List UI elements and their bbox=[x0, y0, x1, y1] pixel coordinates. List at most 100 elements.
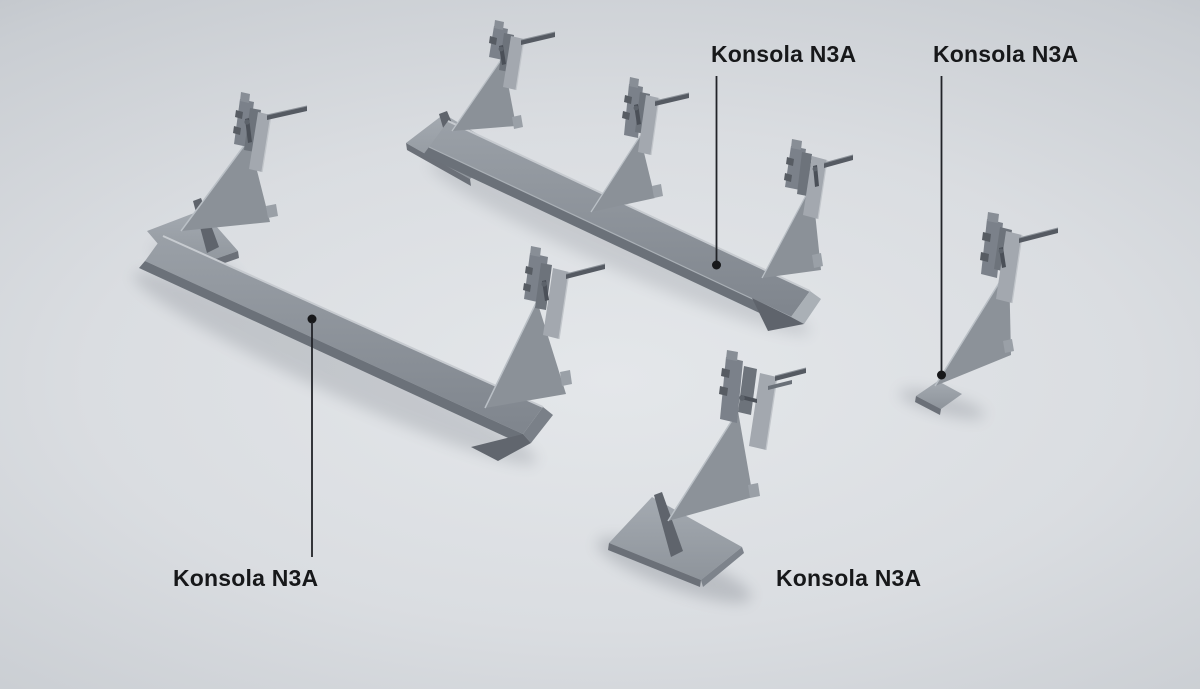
clamp-edge-highlight bbox=[817, 159, 828, 220]
konsola-bracket bbox=[761, 139, 854, 279]
anchor-pin bbox=[566, 264, 605, 279]
anchor-pin bbox=[655, 93, 689, 106]
plate-top-tab bbox=[240, 92, 250, 103]
pin-highlight bbox=[520, 31, 556, 41]
gusset-edge-highlight bbox=[934, 266, 1010, 387]
clamp-edge-highlight bbox=[515, 38, 525, 91]
rail-end-cap bbox=[523, 407, 553, 443]
plate-slot bbox=[624, 95, 632, 104]
leader-dot bbox=[937, 370, 946, 380]
plate-slot bbox=[233, 126, 241, 135]
callout-label-bottom-center: Konsola N3A bbox=[776, 565, 922, 591]
leader-bottom-left bbox=[307, 314, 317, 557]
bolt-head bbox=[812, 166, 818, 172]
clamp-edge-highlight bbox=[765, 376, 778, 451]
base-fin bbox=[654, 492, 683, 557]
clamp-edge-highlight bbox=[650, 97, 660, 156]
rail-end-wedge bbox=[752, 298, 804, 331]
clamp-edge-highlight bbox=[261, 114, 272, 173]
clamp-plate bbox=[996, 231, 1022, 303]
base-plate-edge bbox=[915, 396, 941, 415]
gusset-tab bbox=[652, 184, 663, 198]
rail-bottom-lip bbox=[423, 147, 791, 325]
konsola-bracket bbox=[484, 246, 606, 409]
pin-highlight bbox=[823, 154, 854, 164]
plate-slot bbox=[982, 232, 991, 242]
gusset-edge-highlight bbox=[590, 135, 641, 213]
rail-end-cap bbox=[791, 291, 821, 324]
konsola-bracket bbox=[451, 20, 556, 132]
rail-face bbox=[429, 121, 810, 317]
anchor-pin bbox=[1019, 228, 1058, 243]
assembly-right-bracket bbox=[915, 212, 1059, 415]
gusset-edge-highlight bbox=[484, 300, 538, 409]
base-plate-edge bbox=[701, 547, 744, 587]
base-plate bbox=[916, 381, 962, 409]
leader-dot bbox=[307, 314, 317, 324]
plate-top-tab bbox=[987, 212, 999, 223]
leader-top-center bbox=[712, 76, 721, 270]
plate-top-tab bbox=[791, 139, 802, 150]
bolt-head bbox=[541, 281, 547, 287]
rail-top-edge-highlight bbox=[162, 235, 544, 408]
bolt-head bbox=[739, 395, 745, 401]
plate-slot bbox=[235, 110, 243, 119]
gusset-tab bbox=[812, 253, 823, 268]
bolt-head bbox=[244, 119, 250, 125]
gusset-plate bbox=[181, 139, 270, 231]
plate-top-tab bbox=[530, 246, 541, 257]
plate-slot bbox=[622, 111, 630, 120]
clamp-edge-highlight bbox=[558, 271, 570, 340]
anchor-pin bbox=[824, 155, 853, 168]
plate-slot bbox=[525, 266, 533, 275]
clamp-plate bbox=[249, 112, 271, 172]
plate-top-tab bbox=[726, 350, 738, 361]
gusset-plate bbox=[591, 136, 655, 212]
gusset-edge-highlight bbox=[667, 410, 739, 522]
gusset-tab bbox=[512, 115, 523, 129]
leader-top-right bbox=[937, 76, 946, 380]
clamp-plate bbox=[503, 36, 524, 90]
gusset-plate bbox=[485, 301, 566, 408]
rail-end-wedge bbox=[471, 434, 531, 461]
callout-label-bottom-left: Konsola N3A bbox=[173, 565, 319, 591]
gusset-edge-highlight bbox=[180, 138, 250, 232]
gusset-edge-highlight bbox=[761, 183, 813, 279]
plate-slot bbox=[719, 386, 728, 396]
gusset-tab bbox=[748, 483, 760, 498]
plate-slot bbox=[980, 252, 989, 262]
clamp-edge-highlight bbox=[1011, 234, 1023, 304]
clamp-plate bbox=[638, 95, 659, 155]
bolt-head bbox=[633, 105, 639, 111]
plate-slot bbox=[721, 368, 730, 378]
plate-top-tab bbox=[494, 20, 504, 30]
gusset-plate bbox=[668, 411, 753, 521]
gusset-plate bbox=[452, 57, 516, 131]
base-plate-edge bbox=[608, 543, 701, 587]
pin-highlight bbox=[266, 105, 308, 116]
rail-top-edge-highlight bbox=[447, 120, 811, 292]
pin-highlight bbox=[654, 92, 690, 102]
callout-label-top-center: Konsola N3A bbox=[711, 41, 857, 67]
gusset-edge-highlight bbox=[451, 56, 504, 132]
assembly-left-rail bbox=[139, 92, 606, 461]
anchor-pin bbox=[775, 368, 806, 381]
bolt-head bbox=[998, 248, 1004, 254]
plate-slot bbox=[489, 36, 497, 45]
rail-lip-highlight bbox=[428, 146, 792, 318]
anchor-pin bbox=[768, 380, 792, 390]
callout-label-top-right: Konsola N3A bbox=[933, 41, 1079, 67]
plate-top-tab bbox=[629, 77, 639, 88]
callout-leaders bbox=[307, 76, 946, 557]
rail-face bbox=[145, 236, 543, 434]
plate-slot bbox=[786, 157, 794, 166]
rail-bottom-lip bbox=[139, 261, 523, 442]
gusset-tab bbox=[1003, 339, 1014, 353]
pin-highlight bbox=[774, 367, 807, 377]
shadow-left-rail bbox=[133, 271, 537, 465]
assembly-center-bracket bbox=[608, 350, 807, 587]
gusset-tab bbox=[560, 370, 572, 386]
anchor-pin bbox=[267, 106, 307, 120]
